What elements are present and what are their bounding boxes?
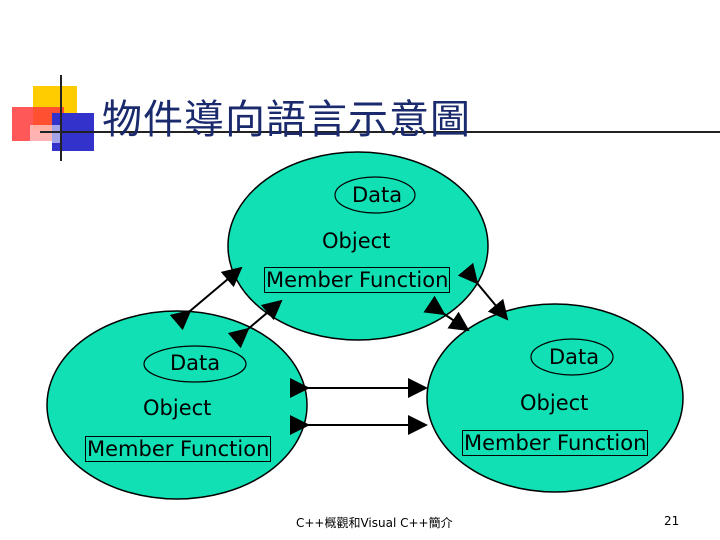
arrow-top-left-inner <box>227 299 283 349</box>
member-function-label-right: Member Function <box>462 430 649 456</box>
object-label-top: Object <box>322 229 391 253</box>
data-oval-left <box>143 345 247 383</box>
object-label-left: Object <box>143 396 212 420</box>
data-label-top: Data <box>352 183 403 207</box>
object-label-right: Object <box>520 391 589 415</box>
object-ellipse-right <box>426 303 684 493</box>
arrow-top-right-outer <box>457 262 509 321</box>
slide-footer: C++概觀和Visual C++簡介 <box>296 516 453 530</box>
data-oval-right <box>530 338 614 376</box>
data-label-left: Data <box>170 351 221 375</box>
member-function-label-left: Member Function <box>85 436 272 462</box>
arrow-top-right-inner <box>423 295 470 332</box>
member-function-label-top: Member Function <box>264 267 451 293</box>
decor-white-overlay <box>30 125 60 143</box>
decor-horizontal-line <box>40 131 720 133</box>
decor-vertical-line <box>60 75 62 161</box>
object-ellipse-top <box>227 151 489 341</box>
data-label-right: Data <box>549 345 600 369</box>
data-oval-top <box>334 176 416 214</box>
slide-title: 物件導向語言示意圖 <box>102 97 471 143</box>
arrow-top-left-outer <box>169 266 243 331</box>
page-number: 21 <box>664 514 680 528</box>
